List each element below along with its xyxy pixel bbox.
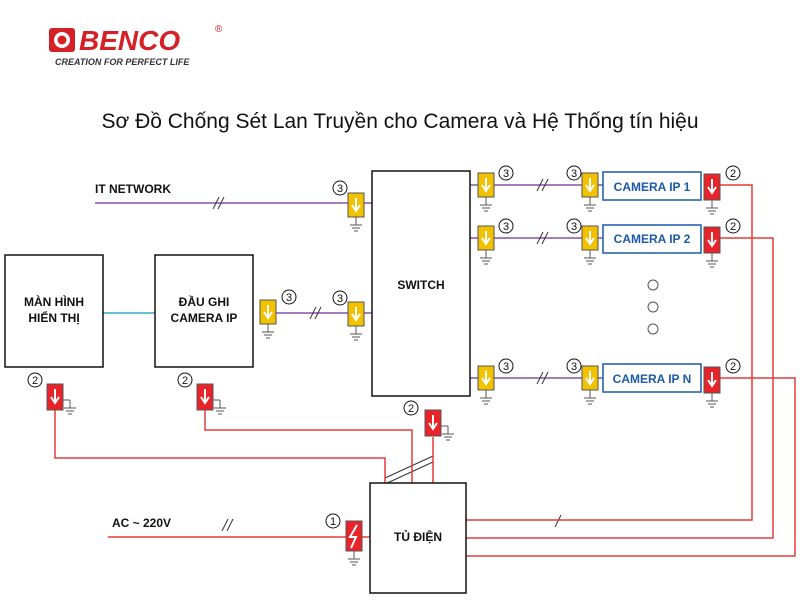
signal-spd-switch-1: 3 (477, 165, 514, 212)
camera-n-box (602, 363, 702, 393)
svg-text:2: 2 (730, 361, 736, 373)
svg-text:3: 3 (503, 361, 509, 373)
signal-spd-camera-n: 3 (566, 358, 599, 405)
power-spd-camera-2: 2 (703, 218, 741, 268)
signal-spd-switch-nvr: 3 (332, 290, 365, 341)
power-wires (54, 184, 796, 557)
nvr-label-line2: CAMERA IP (171, 311, 238, 325)
camera-2-label: CAMERA IP 2 (614, 232, 691, 246)
main-power-spd: 1 (325, 513, 363, 566)
monitor-box (4, 254, 104, 368)
benco-logo: BENCO ® CREATION FOR PERFECT LIFE (49, 24, 223, 67)
power-spd-camera-n: 2 (703, 358, 741, 408)
power-spd-switch: 2 (403, 400, 455, 441)
signal-spd-switch-n: 3 (477, 358, 514, 405)
svg-text:3: 3 (571, 361, 577, 373)
svg-text:1: 1 (330, 516, 336, 528)
camera-1-label: CAMERA IP 1 (614, 180, 691, 194)
ellipsis-dots (647, 279, 659, 335)
svg-text:3: 3 (286, 292, 292, 304)
nvr-box (154, 254, 254, 368)
nvr-label-line1: ĐẦU GHI (179, 294, 230, 309)
signal-spd-it: 3 (332, 180, 365, 232)
signal-spd-camera-2: 3 (566, 218, 599, 265)
svg-text:2: 2 (730, 168, 736, 180)
power-spd-nvr: 2 (177, 372, 227, 415)
brand-name: BENCO (79, 25, 180, 56)
ac-supply-label: AC ~ 220V (112, 516, 171, 530)
svg-text:2: 2 (408, 403, 414, 415)
monitor-label-line1: MÀN HÌNH (24, 294, 84, 309)
signal-spd-camera-1: 3 (566, 165, 599, 212)
registered-mark: ® (215, 24, 223, 35)
camera-1-box (602, 171, 702, 201)
switch-box (371, 170, 471, 397)
svg-text:3: 3 (503, 168, 509, 180)
power-cabinet-box (369, 482, 467, 594)
signal-spd-switch-2: 3 (477, 218, 514, 265)
svg-text:3: 3 (337, 183, 343, 195)
svg-text:3: 3 (571, 168, 577, 180)
power-spd-monitor: 2 (27, 372, 77, 415)
svg-text:2: 2 (182, 375, 188, 387)
svg-text:3: 3 (337, 293, 343, 305)
svg-text:2: 2 (730, 221, 736, 233)
svg-text:2: 2 (32, 375, 38, 387)
signal-spd-nvr: 3 (259, 289, 297, 339)
svg-text:3: 3 (503, 221, 509, 233)
camera-n-label: CAMERA IP N (613, 372, 692, 386)
svg-text:3: 3 (571, 221, 577, 233)
camera-2-box (602, 224, 702, 254)
switch-label: SWITCH (397, 278, 444, 292)
line-break-marks (212, 178, 562, 532)
brand-tagline: CREATION FOR PERFECT LIFE (55, 57, 190, 67)
power-cabinet-label: TỦ ĐIỆN (394, 529, 442, 544)
power-spd-camera-1: 2 (703, 165, 741, 215)
it-network-label: IT NETWORK (95, 182, 171, 196)
monitor-label-line2: HIỂN THỊ (28, 310, 79, 325)
diagram-title: Sơ Đồ Chống Sét Lan Truyền cho Camera và… (101, 110, 699, 133)
